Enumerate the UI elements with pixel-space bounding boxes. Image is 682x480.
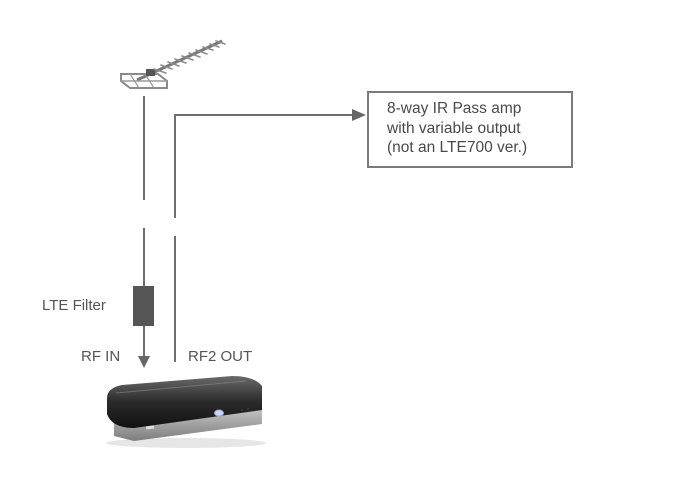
amplifier-label-line-1: 8-way IR Pass amp [387, 100, 522, 117]
rf2-out-label: RF2 OUT [188, 348, 253, 365]
amplifier-label-line-3: (not an LTE700 ver.) [387, 139, 528, 156]
amplifier-box: 8-way IR Pass amp with variable output (… [367, 91, 573, 168]
amplifier-label-line-2: with variable output [387, 119, 521, 137]
amp-arrowhead [352, 109, 366, 121]
lte-filter-block [133, 286, 154, 326]
rf-in-arrowhead [138, 356, 150, 368]
rf-in-label: RF IN [81, 348, 121, 365]
rf2-out-cable [174, 114, 356, 362]
lte-filter-label: LTE Filter [42, 297, 106, 314]
set-top-box-icon [106, 376, 266, 448]
yagi-antenna-icon [120, 39, 226, 89]
